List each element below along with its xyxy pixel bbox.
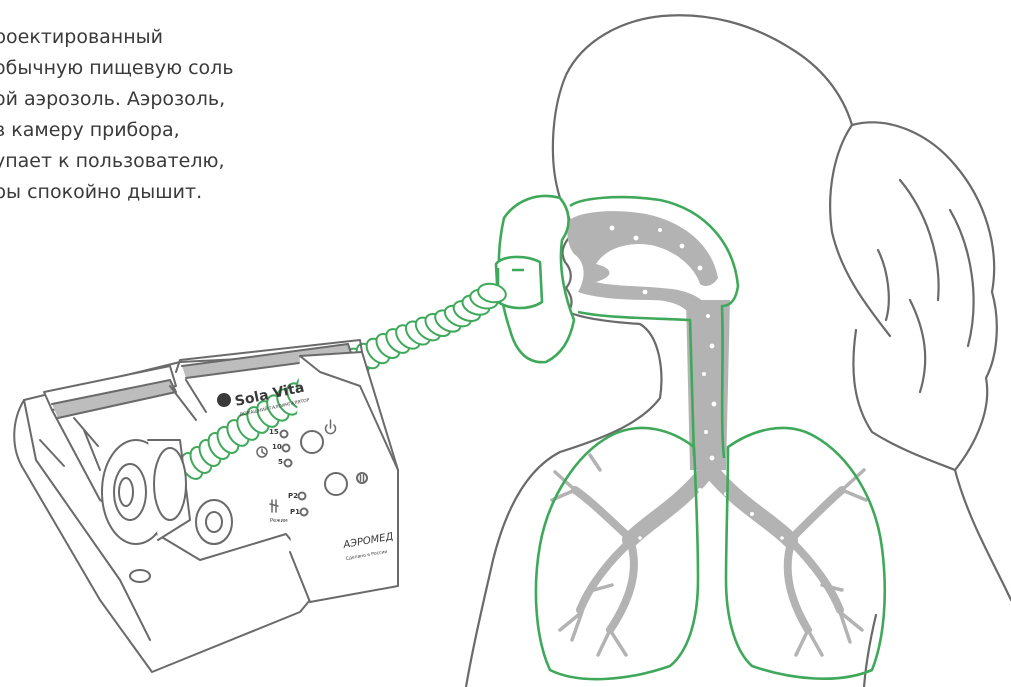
airway bbox=[552, 211, 866, 655]
mode-label-p1: P1 bbox=[290, 508, 300, 516]
inhaler-device bbox=[14, 340, 398, 672]
mode-icon bbox=[270, 500, 278, 512]
mode-label-p2: P2 bbox=[288, 492, 298, 500]
brand-logo-icon bbox=[217, 393, 231, 407]
mode-caption: Режим bbox=[270, 518, 288, 524]
inhalation-mask bbox=[496, 196, 574, 362]
timer-icon bbox=[257, 447, 267, 457]
timer-label-10: 10 bbox=[272, 443, 282, 451]
timer-label-5: 5 bbox=[278, 458, 283, 466]
timer-label-15: 15 bbox=[269, 428, 279, 436]
